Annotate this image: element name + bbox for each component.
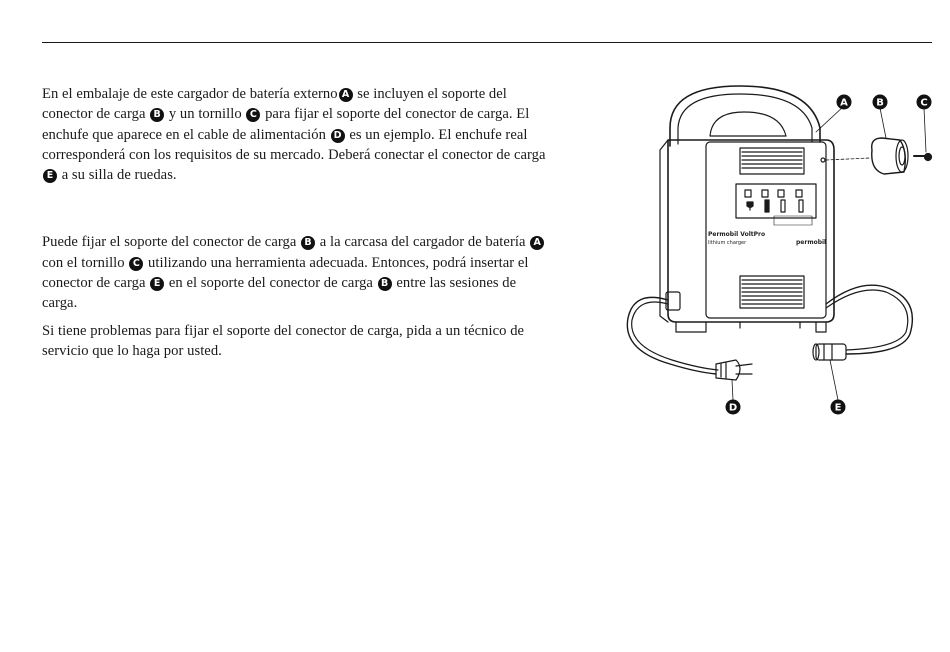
- mounting-screw: [913, 152, 933, 162]
- mount-hole: [820, 157, 826, 163]
- charging-connector: [812, 343, 847, 361]
- body-text: En el embalaje de este cargador de bater…: [42, 84, 554, 361]
- callout-badge-c: C: [129, 256, 144, 271]
- power-cable: [626, 296, 717, 375]
- svg-text:E: E: [835, 403, 842, 414]
- leader-e: [829, 359, 839, 401]
- callout-c: C: [916, 94, 932, 110]
- charger-feet: [675, 321, 827, 333]
- header-rule: [42, 42, 932, 43]
- callout-badge-e: E: [150, 277, 165, 292]
- model-label: Permobil VoltPro: [708, 231, 765, 238]
- text-run: utilizando una herramienta adecuada. Ent…: [42, 254, 529, 292]
- text-run: con el tornillo: [42, 254, 129, 271]
- top-vent: [739, 147, 805, 175]
- callout-badge-b: B: [301, 236, 316, 251]
- front-panel: [705, 141, 827, 319]
- callout-badge-a: A: [530, 236, 545, 251]
- charger-illustration: Permobil VoltPro lithium charger permobi…: [620, 78, 940, 423]
- output-cable: [825, 284, 914, 355]
- svg-text:B: B: [876, 98, 884, 109]
- text-run: se incluyen el soporte del conector de c…: [42, 86, 507, 123]
- text-run: y un tornillo: [165, 106, 246, 123]
- cable-strain-relief: [665, 291, 681, 311]
- text-run: a la carcasa del cargador de batería: [316, 234, 530, 251]
- leader-a: [815, 105, 845, 133]
- leader-c: [923, 107, 927, 153]
- callout-badge-a: A: [338, 88, 353, 102]
- callout-badge-e: E: [43, 169, 57, 184]
- callout-badge-b: B: [377, 277, 392, 292]
- text-run: a su silla de ruedas.: [58, 167, 177, 184]
- text-run: En el embalaje de este cargador de bater…: [42, 86, 338, 102]
- text-run: entre las sesiones de carga.: [42, 275, 517, 312]
- text-run: es un ejemplo. El enchufe real correspon…: [42, 126, 546, 163]
- alignment-guide: [825, 157, 871, 161]
- brand-logo: permobil: [796, 239, 826, 246]
- callout-a: A: [836, 94, 852, 110]
- bottom-vent: [739, 275, 805, 309]
- model-sublabel: lithium charger: [708, 240, 747, 246]
- plug-symbol-icon: [746, 201, 754, 211]
- charger-housing: [667, 139, 835, 323]
- paragraph-contents: En el embalaje de este cargador de bater…: [42, 84, 554, 185]
- text-run: en el soporte del conector de carga: [165, 275, 377, 292]
- callout-badge-d: D: [330, 128, 345, 143]
- indicator-panel: [735, 183, 817, 226]
- callout-badge-c: C: [246, 108, 261, 123]
- callout-badge-b: B: [150, 108, 165, 123]
- callout-d: D: [725, 399, 741, 415]
- callout-b: B: [872, 94, 888, 110]
- paragraph-mounting: Puede fijar el soporte del conector de c…: [42, 232, 554, 313]
- svg-text:C: C: [920, 98, 927, 109]
- charger-svg: Permobil VoltPro lithium charger permobi…: [626, 85, 933, 415]
- mains-plug: [715, 359, 753, 381]
- charger-handle: [669, 85, 821, 147]
- svg-text:A: A: [840, 98, 848, 109]
- text-run: para fijar el soporte del conector de ca…: [42, 106, 530, 143]
- handle-grip: [709, 111, 787, 137]
- paragraph-service: Si tiene problemas para fijar el soporte…: [42, 322, 525, 359]
- leader-b: [879, 107, 887, 139]
- connector-holder: [871, 137, 909, 175]
- callout-e: E: [830, 399, 846, 415]
- text-run: Puede fijar el soporte del conector de c…: [42, 234, 301, 251]
- svg-text:D: D: [729, 403, 737, 414]
- leader-d: [731, 379, 734, 401]
